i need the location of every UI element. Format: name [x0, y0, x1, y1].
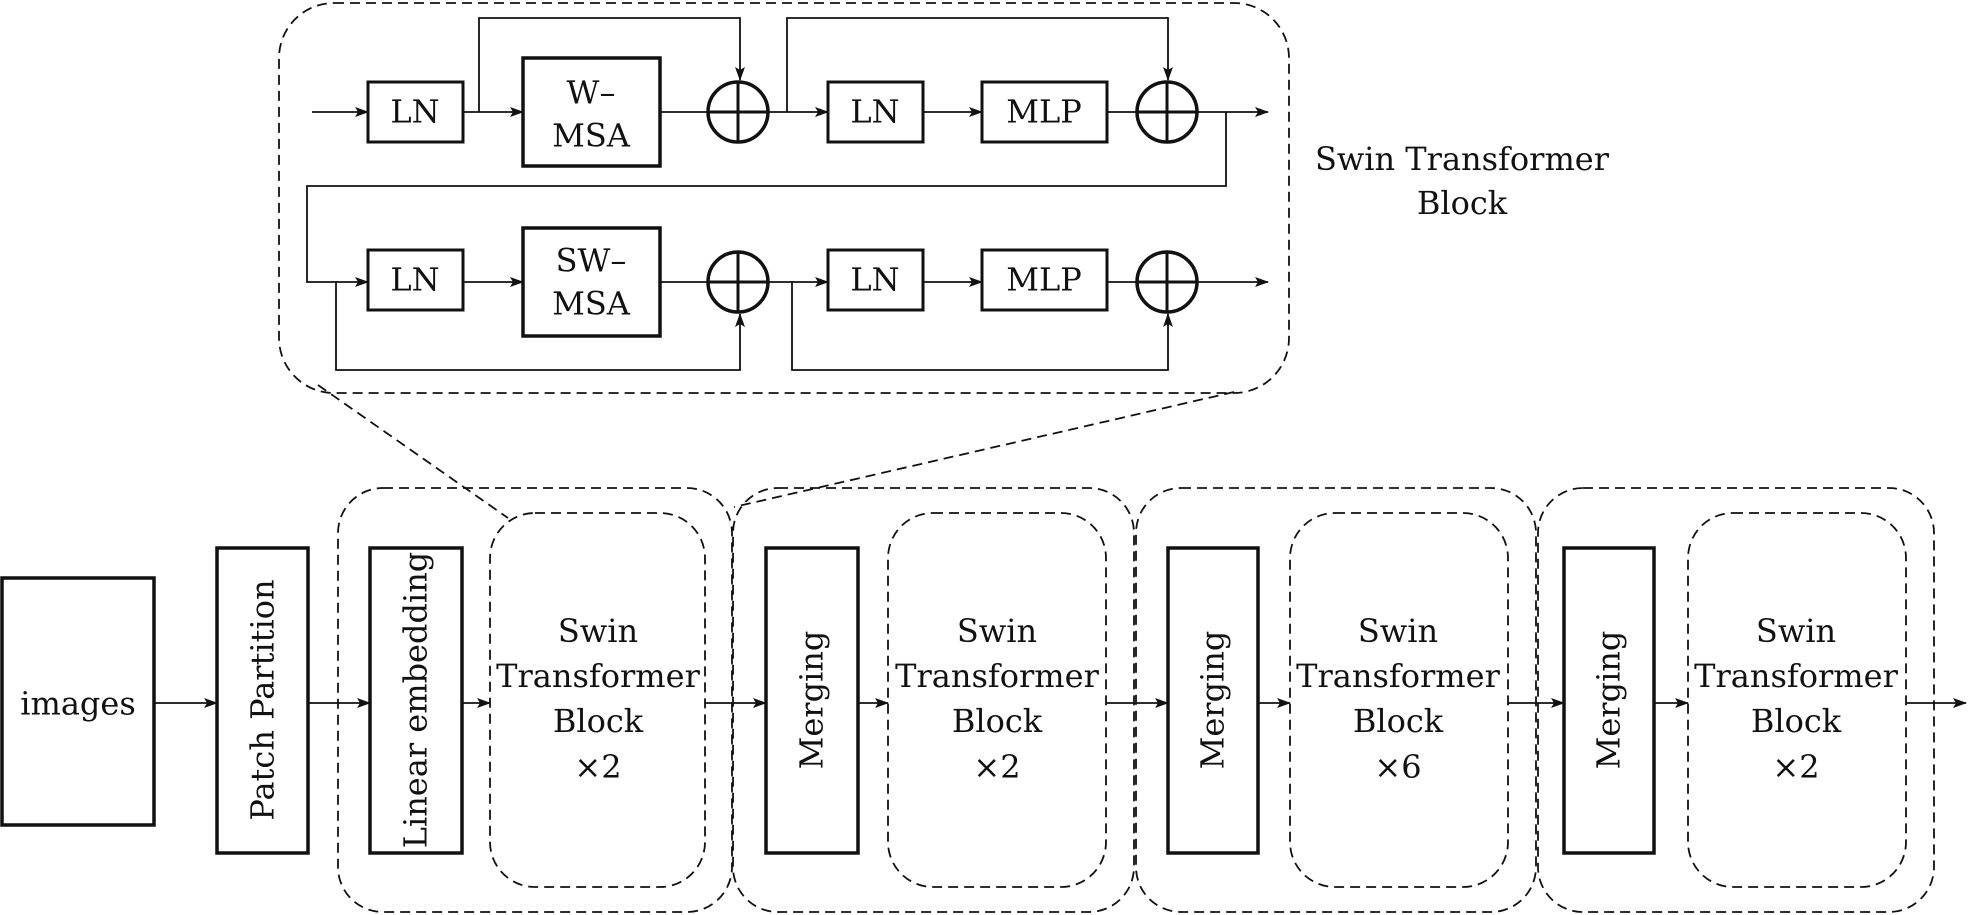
stage-2-block-label-1: Swin: [957, 612, 1037, 650]
row-connector: [306, 112, 1227, 287]
stage-4-block-outline: [1687, 512, 1907, 888]
stage-2-outline: [732, 487, 1135, 913]
stage-3-block-outline: [1289, 512, 1509, 888]
stage-3-block-label-2: Transformer: [1296, 657, 1500, 695]
row1-ln2-label: LN: [850, 93, 899, 131]
stage-1: Linear embedding Swin Transformer Block …: [337, 487, 733, 913]
stage-2-merging-box: [764, 546, 860, 855]
stage-4: Merging Swin Transformer Block ×2: [1537, 487, 1935, 913]
stage-1-block-label-1: Swin: [558, 612, 638, 650]
row1-mlp-label: MLP: [1006, 93, 1082, 131]
zoom-guide-left: [317, 384, 509, 519]
detail-title-line-1: Swin Transformer: [1315, 140, 1610, 178]
row2-ln2-label: LN: [850, 261, 899, 299]
linear-embedding-label: Linear embedding: [397, 552, 435, 849]
stage-3-repeat: ×6: [1374, 748, 1421, 786]
stage-2-block-outline: [887, 512, 1107, 888]
row1-ln2-box: [826, 80, 925, 144]
stage-3-block-label-3: Block: [1353, 702, 1444, 740]
stage-4-merging-label: Merging: [1590, 631, 1628, 770]
stage-1-block-outline: [489, 512, 706, 888]
stage-1-repeat: ×2: [574, 748, 621, 786]
row2-mlp-box: [980, 248, 1109, 312]
row2-mlp-label: MLP: [1006, 261, 1082, 299]
detail-row-2: LN SW– MSA LN MLP: [335, 226, 1269, 371]
row1-add-2: [1135, 80, 1199, 144]
images-label: images: [20, 685, 136, 723]
swin-block-detail-panel: LN W– MSA LN MLP: [278, 2, 1610, 394]
detail-panel-outline: [278, 2, 1290, 394]
row2-swmsa-box: [521, 226, 662, 338]
row2-ln1-label: LN: [390, 261, 439, 299]
stage-2: Merging Swin Transformer Block ×2: [732, 487, 1135, 913]
row2-swmsa-label-1: SW–: [556, 242, 627, 280]
stage-1-outline: [337, 487, 733, 913]
stage-4-block-label-3: Block: [1751, 702, 1842, 740]
patch-partition-box: [215, 546, 310, 855]
linear-embedding-box: [368, 546, 464, 855]
zoom-guide-right: [733, 391, 1235, 508]
row2-swmsa-label-2: MSA: [552, 285, 631, 323]
stage-4-block-label-1: Swin: [1756, 612, 1836, 650]
row2-ln2-box: [826, 248, 925, 312]
stage-3: Merging Swin Transformer Block ×6: [1135, 487, 1537, 913]
stage-2-merging-label: Merging: [793, 631, 831, 770]
stage-4-block-label-2: Transformer: [1694, 657, 1898, 695]
stage-4-merging-box: [1562, 546, 1656, 855]
row1-mlp-box: [980, 80, 1109, 144]
row1-ln1-label: LN: [390, 93, 439, 131]
stage-3-block-label-1: Swin: [1358, 612, 1438, 650]
stage-2-repeat: ×2: [973, 748, 1020, 786]
detail-row-1: LN W– MSA LN MLP: [312, 17, 1269, 168]
stage-3-outline: [1135, 487, 1537, 913]
row2-ln1-box: [366, 248, 465, 312]
row2-add-1: [706, 250, 770, 314]
patch-partition-label: Patch Partition: [244, 579, 282, 820]
row2-add-2: [1135, 250, 1199, 314]
pipeline: images Patch Partition Linear embedding …: [0, 487, 1967, 913]
row1-wmsa-label-2: MSA: [552, 117, 631, 155]
stage-3-merging-label: Merging: [1194, 631, 1232, 770]
stage-4-repeat: ×2: [1772, 748, 1819, 786]
stage-4-outline: [1537, 487, 1935, 913]
stage-1-block-label-2: Transformer: [496, 657, 700, 695]
detail-title-line-2: Block: [1417, 184, 1508, 222]
stage-1-block-label-3: Block: [553, 702, 644, 740]
stage-2-block-label-2: Transformer: [895, 657, 1099, 695]
stage-3-merging-box: [1166, 546, 1260, 855]
images-box: [0, 576, 156, 827]
row1-wmsa-label-1: W–: [567, 74, 616, 112]
stage-2-block-label-3: Block: [952, 702, 1043, 740]
row1-add-1: [706, 80, 770, 144]
